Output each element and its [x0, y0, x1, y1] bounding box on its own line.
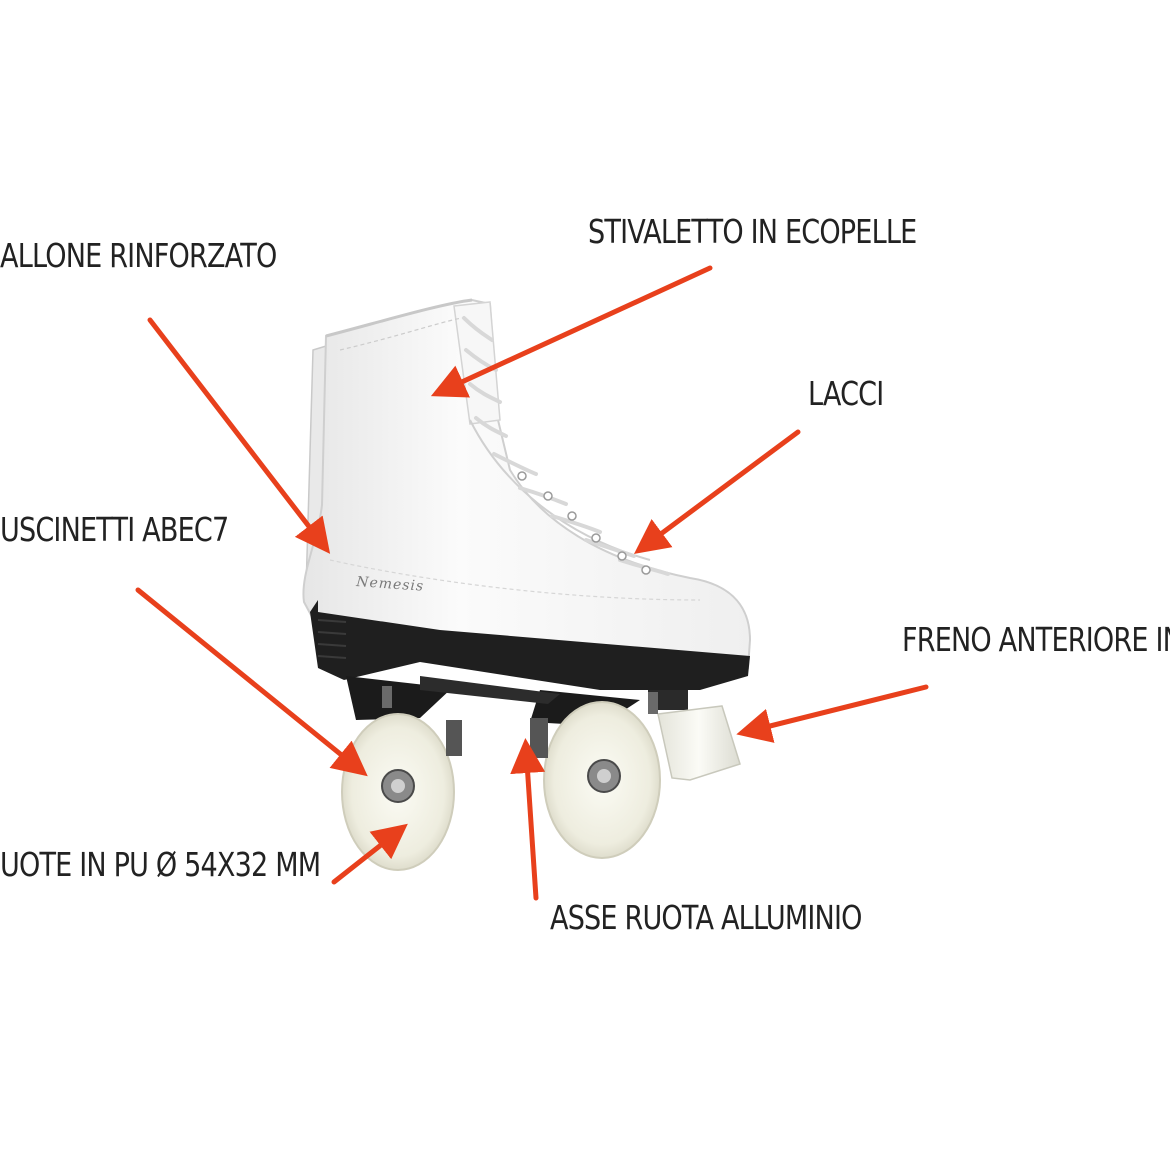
- eyelets: [517, 471, 651, 575]
- front-brake: [648, 690, 741, 781]
- arrow-ruote: [331, 823, 408, 885]
- arrow-stivaletto: [430, 265, 713, 398]
- label-cuscinetti-abec7: USCINETTI ABEC7: [0, 510, 229, 549]
- callout-arrows: [135, 265, 929, 901]
- arrow-asse: [510, 738, 546, 901]
- label-lacci: LACCI: [808, 374, 884, 413]
- label-tallone-rinforzato: ALLONE RINFORZATO: [0, 236, 277, 275]
- arrow-freno: [736, 684, 929, 743]
- label-ruote-in-pu: UOTE IN PU Ø 54X32 MM: [0, 845, 321, 884]
- label-asse-ruota-alluminio: ASSE RUOTA ALLUMINIO: [550, 898, 862, 937]
- label-freno-anteriore: FRENO ANTERIORE IN I: [902, 620, 1170, 659]
- boot: [302, 298, 752, 670]
- label-stivaletto-in-ecopelle: STIVALETTO IN ECOPELLE: [588, 212, 917, 251]
- arrow-cuscinetti: [135, 587, 368, 777]
- arrow-lacci: [633, 429, 801, 554]
- arrow-tallone: [147, 317, 331, 554]
- brand-logo: Nemesis: [355, 574, 425, 595]
